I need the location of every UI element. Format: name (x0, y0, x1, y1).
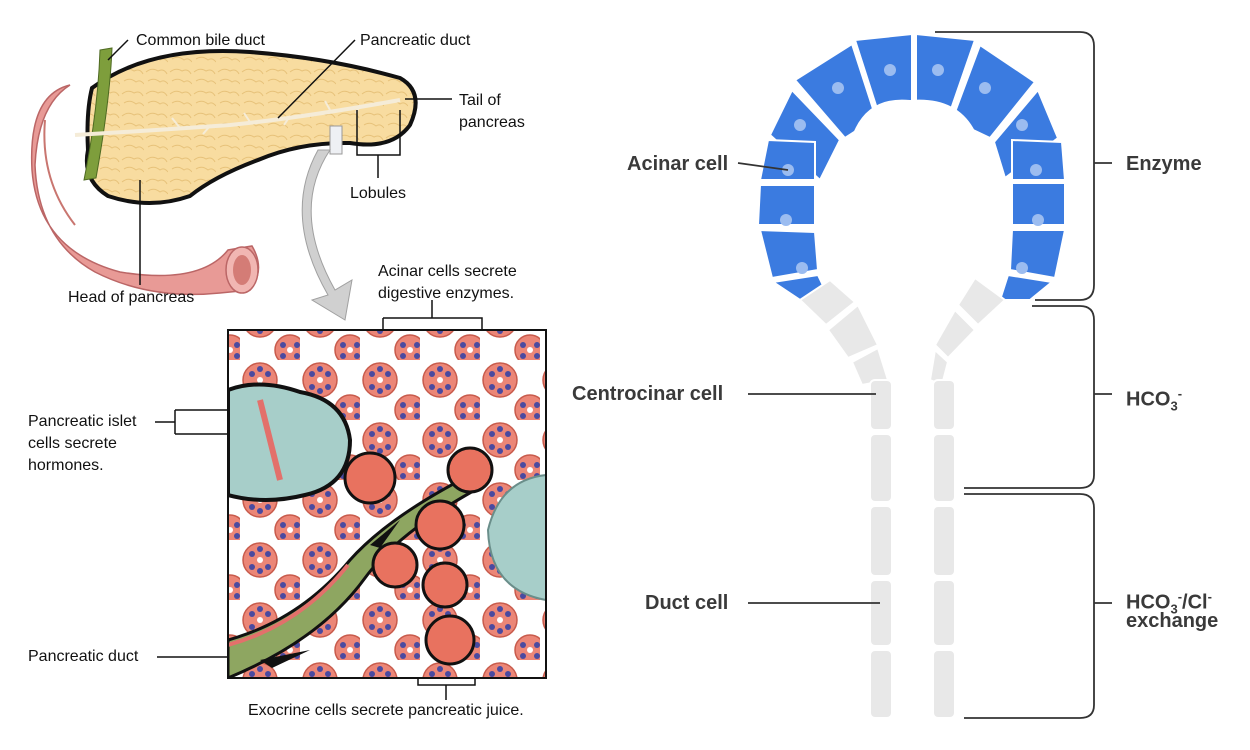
label-common-bile-duct: Common bile duct (136, 32, 265, 49)
label-pancreatic-duct-bottom: Pancreatic duct (28, 648, 139, 665)
label-islet-line1: Pancreatic islet (28, 413, 137, 430)
pancreatic-duct-gross (74, 98, 401, 137)
acinus-lumen (836, 99, 990, 300)
label-hco3: HCO3- (1126, 386, 1183, 414)
right-leader-lines (737, 31, 1112, 719)
label-islet-line3: hormones. (28, 457, 104, 474)
label-pancreatic-duct-top: Pancreatic duct (360, 32, 471, 49)
acinus-schematic (756, 32, 1067, 719)
label-head-of-pancreas: Head of pancreas (68, 289, 195, 306)
pancreas-gross-illustration (30, 47, 418, 296)
label-lobules: Lobules (350, 185, 407, 202)
pancreatic-islet (228, 382, 353, 502)
tissue-micrograph (228, 330, 546, 678)
label-tail-line1: Tail of (459, 92, 501, 109)
common-bile-duct (83, 47, 113, 181)
label-exocrine: Exocrine cells secrete pancreatic juice. (248, 702, 524, 719)
label-islet-line2: cells secrete (28, 435, 117, 452)
label-duct-cell: Duct cell (645, 592, 729, 614)
pancreas-body (85, 49, 418, 205)
label-enzyme: Enzyme (1126, 153, 1202, 175)
acinar-nuclei (780, 64, 1044, 274)
label-acinar-line2: digestive enzymes. (378, 285, 515, 302)
label-tail-line2: pancreas (459, 114, 525, 131)
zoom-arrow (301, 149, 353, 321)
label-hco3-cl: HCO3-/Cl- (1126, 589, 1212, 617)
label-acinar-cell: Acinar cell (627, 153, 729, 175)
label-exchange: exchange (1126, 610, 1219, 632)
left-leader-lines (107, 39, 483, 700)
duct-cells (798, 276, 1007, 719)
label-acinar-line1: Acinar cells secrete (378, 263, 517, 280)
pancreatic-islet-right (486, 473, 546, 602)
label-centrocinar-cell: Centrocinar cell (572, 383, 724, 405)
